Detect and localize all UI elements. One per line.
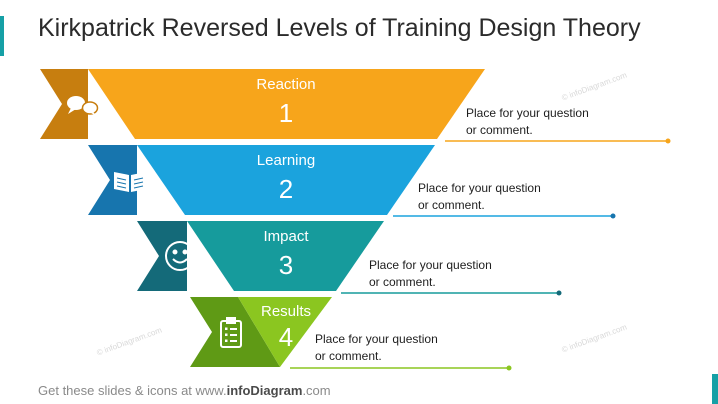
left-accent-bar (0, 16, 4, 56)
level-2-name: Learning (256, 152, 316, 169)
footer-prefix: Get these slides & icons at www. (38, 383, 227, 398)
level-1-tab (40, 69, 88, 139)
level-1-comment-line-2: or comment. (466, 123, 533, 137)
speech-bubbles-icon (67, 96, 99, 117)
level-3-band (187, 221, 384, 291)
level-3-name: Impact (263, 228, 309, 245)
corner-accent-bar (712, 374, 718, 404)
smiley-face-icon (165, 241, 195, 271)
connector-2 (393, 213, 616, 219)
level-3-number: 3 (278, 250, 294, 280)
level-4-tab (190, 297, 280, 367)
footer-brand[interactable]: infoDiagram (226, 383, 303, 398)
level-1-number: 1 (278, 98, 294, 128)
level-2-tab (88, 145, 137, 215)
level-4-name: Results (260, 303, 312, 320)
level-2-comment: Place for your question or comment. (418, 180, 568, 214)
level-4-band (238, 297, 332, 367)
level-4-comment: Place for your question or comment. (315, 331, 465, 365)
level-1-comment-line-1: Place for your question (466, 106, 589, 120)
level-1-name: Reaction (256, 76, 316, 93)
footer-suffix: .com (302, 383, 331, 398)
level-2-band (137, 145, 435, 215)
level-2-number: 2 (278, 174, 294, 204)
connector-4 (290, 365, 512, 371)
footer-credit: Get these slides & icons at www.infoDiag… (38, 383, 331, 398)
level-3-comment-line-2: or comment. (369, 275, 436, 289)
level-3-comment: Place for your question or comment. (369, 257, 519, 291)
connector-1 (445, 138, 671, 144)
level-4-number: 4 (278, 322, 294, 352)
level-4-comment-line-2: or comment. (315, 349, 382, 363)
slide-title: Kirkpatrick Reversed Levels of Training … (38, 14, 641, 42)
level-3-tab (137, 221, 187, 291)
open-book-icon (114, 172, 146, 192)
clipboard-checklist-icon (220, 317, 242, 348)
connector-3 (341, 290, 562, 296)
level-3-comment-line-1: Place for your question (369, 258, 492, 272)
level-2-comment-line-2: or comment. (418, 198, 485, 212)
level-4-comment-line-1: Place for your question (315, 332, 438, 346)
level-1-comment: Place for your question or comment. (466, 105, 616, 139)
level-1-band (88, 69, 485, 139)
level-2-comment-line-1: Place for your question (418, 181, 541, 195)
